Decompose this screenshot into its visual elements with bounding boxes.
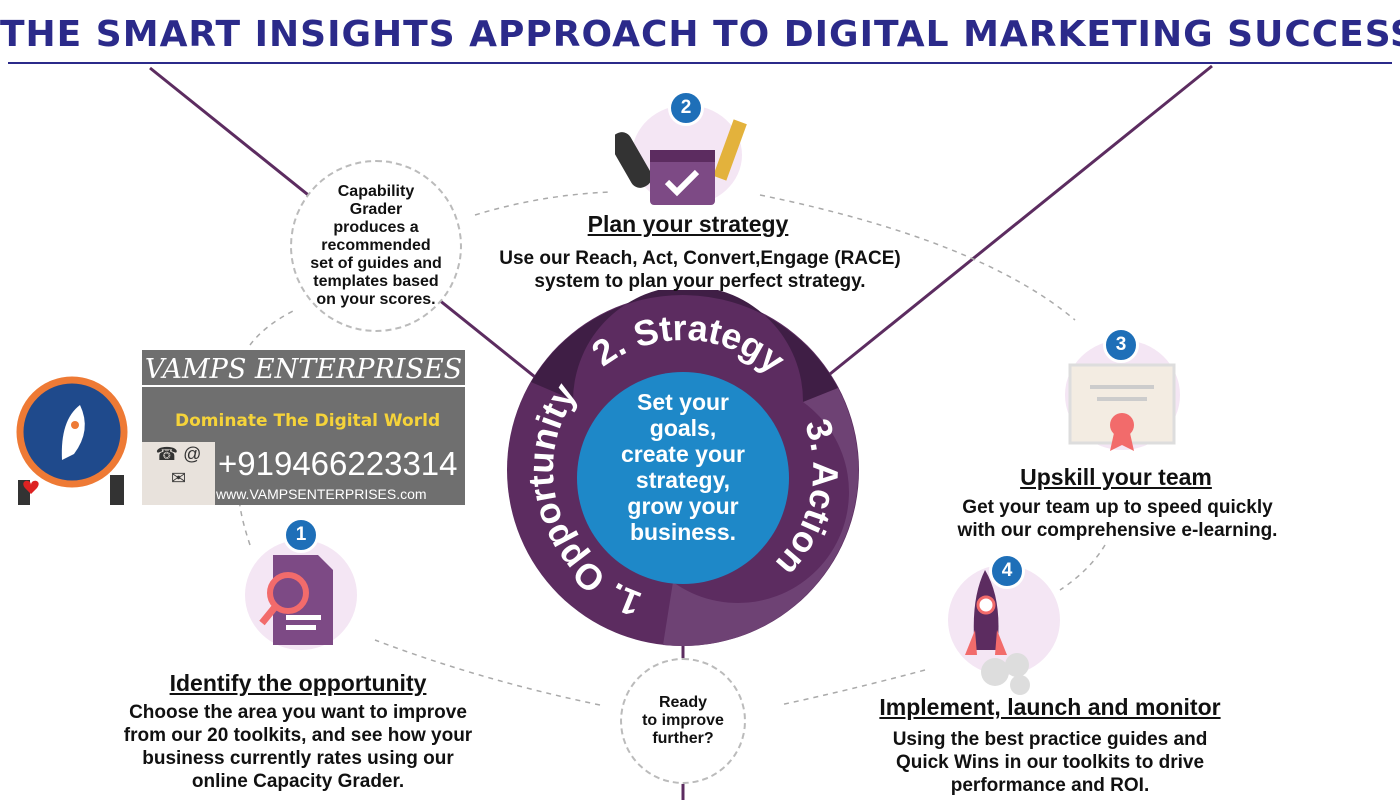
center-text-line: business. [630,519,736,545]
body-line: from our 20 toolkits, and see how your [123,725,473,746]
step3-badge: 3 [1103,327,1139,363]
body-line: business currently rates using our [142,748,454,769]
brand-logo [0,350,142,505]
callout-line: produces a [333,219,419,236]
brand-website[interactable]: www.VAMPSENTERPRISES.com [216,486,427,502]
center-text-line: goals, [650,415,716,441]
step4-badge: 4 [989,553,1025,589]
center-text-line: strategy, [636,467,730,493]
race-wheel: 1. Opportunity 2. Strategy 3. Action Set… [507,290,859,647]
step4-body: Using the best practice guides and Quick… [815,728,1285,797]
body-line: online Capacity Grader. [191,771,405,792]
step3-body: Get your team up to speed quickly with o… [880,496,1355,542]
body-line: Choose the area you want to improve [129,702,467,723]
body-line: Using the best practice guides and [892,729,1208,750]
certificate-icon [1068,363,1176,451]
center-text-line: grow your [627,493,738,519]
ready-callout: Ready to improve further? [620,658,746,784]
page-title: THE SMART INSIGHTS APPROACH TO DIGITAL M… [0,14,1400,55]
center-circle [577,372,789,584]
body-line: Use our Reach, Act, Convert,Engage (RACE… [499,248,901,269]
brand-name: VAMPS ENTERPRISES [142,354,465,387]
body-line: system to plan your perfect strategy. [534,271,866,292]
calendar-check-icon [615,119,747,205]
step1-body: Choose the area you want to improve from… [58,701,538,793]
callout-line: further? [652,730,714,747]
body-line: Get your team up to speed quickly [962,497,1273,518]
callout-line: Grader [349,201,403,218]
callout-line: set of guides and [310,255,442,272]
title-underline [8,62,1392,64]
document-search-icon [259,555,333,645]
callout-line: Capability [337,183,415,200]
callout-line: templates based [313,273,439,290]
brand-tagline: Dominate The Digital World [175,411,441,431]
callout-line: Ready [658,694,707,711]
callout-line: recommended [321,237,431,254]
step2-heading: Plan your strategy [587,211,789,237]
capability-grader-callout: Capability Grader produces a recommended… [290,160,462,332]
step3-heading: Upskill your team [1020,464,1212,490]
brand-phone: +919466223314 [218,445,458,482]
step1-badge: 1 [283,517,319,553]
body-line: Quick Wins in our toolkits to drive [895,752,1205,773]
brand-banner: ☎ @✉ [0,350,465,505]
step1-heading: Identify the opportunity [169,670,427,696]
rocket-icon [965,570,1030,695]
step2-body: Use our Reach, Act, Convert,Engage (RACE… [440,247,960,293]
center-text-line: create your [621,441,745,467]
body-line: with our comprehensive e-learning. [957,520,1278,541]
center-text-line: Set your [637,389,729,415]
ring-strategy [531,290,838,402]
callout-line: to improve [642,712,724,729]
ring-action [663,388,859,647]
step4-heading: Implement, launch and monitor [879,694,1221,720]
step2-badge: 2 [668,90,704,126]
body-line: performance and ROI. [950,775,1150,796]
callout-line: on your scores. [316,291,436,308]
contact-icons-photo: ☎ @✉ [142,442,215,505]
